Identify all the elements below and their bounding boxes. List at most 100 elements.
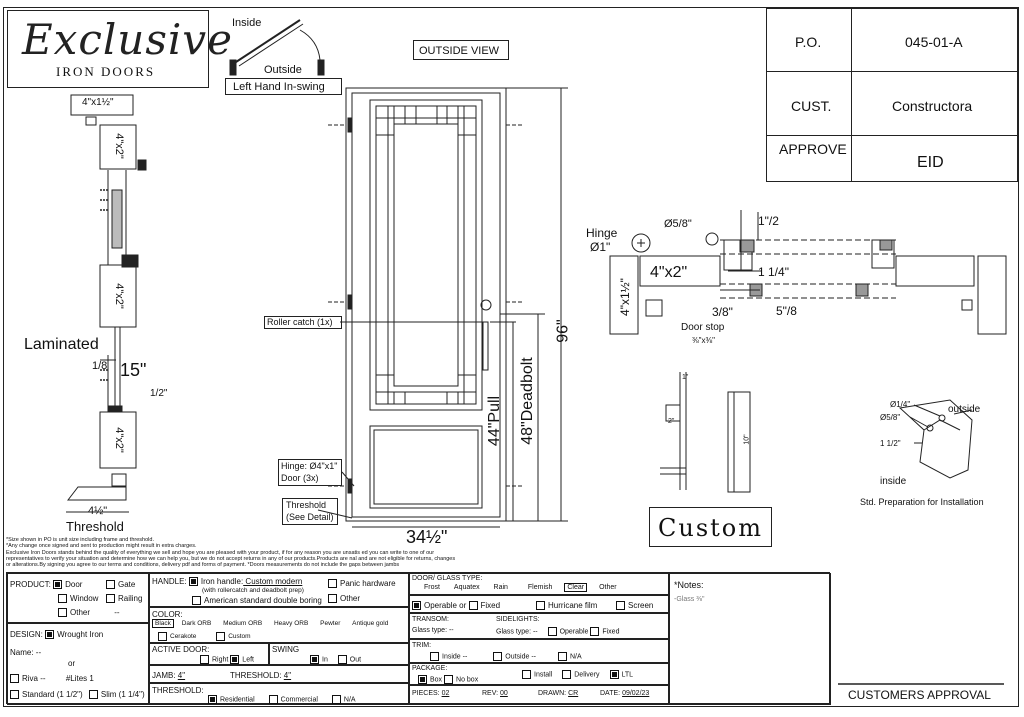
left-checkbox[interactable]: [230, 655, 240, 664]
glass-option[interactable]: Rain: [493, 584, 508, 591]
install-checkbox[interactable]: [522, 670, 531, 679]
side-operable-checkbox[interactable]: [547, 627, 557, 636]
sidelights-label: SIDELIGHTS:: [496, 616, 540, 623]
operable-checkbox[interactable]: [412, 601, 421, 611]
screen-checkbox[interactable]: [616, 601, 625, 611]
hurricane-checkbox[interactable]: [536, 601, 545, 611]
plan-jamb: 4"x1½": [617, 278, 632, 316]
nobox-checkbox[interactable]: [444, 675, 454, 684]
cerakote-option: Cerakote: [170, 633, 197, 641]
riva-checkbox[interactable]: [10, 674, 19, 684]
gate-checkbox[interactable]: [106, 580, 115, 590]
plan-quarter: 1 1/4": [758, 265, 789, 279]
out-option: Out: [349, 656, 362, 664]
install-inside: inside: [880, 476, 907, 487]
glass-type-label: DOOR/ GLASS TYPE:: [412, 575, 483, 582]
trim-na-checkbox[interactable]: [557, 652, 567, 661]
notes-value: -Glass ⅜": [674, 596, 705, 603]
design-label: DESIGN:: [10, 630, 43, 639]
date-label: DATE:: [600, 690, 621, 697]
american-checkbox[interactable]: [192, 596, 201, 606]
note-line: representatives to verify your situation…: [6, 555, 456, 562]
pull-height: 44"Pull: [486, 395, 504, 447]
threshold-type-label: THRESHOLD:: [152, 686, 204, 695]
pieces-label: PIECES:: [412, 690, 440, 697]
glass-option[interactable]: Aquatex: [453, 584, 480, 591]
plan-half: 1"/2: [758, 214, 779, 228]
other-value: --: [114, 608, 120, 617]
pieces-cell: PIECES: 02 REV: 00 DRAWN: CR DATE: 09/02…: [409, 685, 669, 705]
handle-other-checkbox[interactable]: [328, 594, 337, 604]
threshold-type-cell: THRESHOLD: Residential Commercial N/A: [149, 683, 409, 705]
glass-option[interactable]: Clear: [564, 583, 588, 592]
side-operable-option: Operable: [559, 628, 589, 636]
color-option[interactable]: Black: [152, 619, 174, 628]
trim-na-option: N/A: [569, 653, 582, 661]
wrought-checkbox[interactable]: [45, 630, 55, 640]
ltl-checkbox[interactable]: [609, 670, 619, 679]
slim-checkbox[interactable]: [88, 690, 98, 700]
railing-option: Railing: [118, 594, 143, 603]
panic-option: Panic hardware: [340, 579, 396, 588]
color-option[interactable]: Pewter: [320, 620, 341, 627]
in-checkbox[interactable]: [310, 655, 319, 664]
american-option: American standard double boring: [204, 596, 322, 605]
color-label: COLOR:: [152, 610, 183, 619]
view-label-box: OUTSIDE VIEW: [413, 40, 509, 60]
out-checkbox[interactable]: [337, 655, 347, 664]
laminated-label: Laminated: [24, 336, 99, 353]
window-checkbox[interactable]: [58, 594, 67, 604]
handle-label: HANDLE:: [152, 577, 187, 586]
handle-other-option: Other: [340, 594, 361, 603]
handle-dim-a: 1": [682, 374, 689, 381]
tube1-label: 4"x2": [112, 133, 125, 159]
glass-type-cell: DOOR/ GLASS TYPE: Frost Aquatex Rain Fle…: [409, 573, 669, 595]
glass-option[interactable]: Other: [599, 584, 617, 591]
side-fixed-checkbox[interactable]: [590, 627, 600, 636]
glass-option[interactable]: Flemish: [527, 584, 553, 591]
handle-dim-c: 10": [743, 434, 751, 445]
or-label: or: [459, 601, 467, 610]
color-option[interactable]: Antique gold: [352, 620, 389, 627]
custom-stamp: Custom: [649, 507, 772, 547]
right-checkbox[interactable]: [200, 655, 209, 664]
gate-option: Gate: [118, 580, 136, 589]
iron-handle-checkbox[interactable]: [188, 577, 198, 587]
fixed-checkbox[interactable]: [468, 601, 478, 611]
glass-thickness: 1/8: [92, 360, 108, 372]
riva-option: Riva: [22, 674, 39, 683]
door-checkbox[interactable]: [53, 580, 63, 590]
glass-option[interactable]: Frost: [424, 584, 440, 591]
terms-notes: *Size shown in PO is unit size including…: [6, 537, 566, 568]
na-checkbox[interactable]: [331, 695, 341, 704]
other-checkbox[interactable]: [58, 608, 67, 618]
custom-color-checkbox[interactable]: [216, 632, 226, 641]
panic-checkbox[interactable]: [328, 579, 337, 589]
color-option[interactable]: Medium ORB: [223, 620, 263, 627]
handle-dim-b: 2": [668, 418, 675, 425]
trim-outside-checkbox[interactable]: [493, 652, 503, 661]
ltl-option: LTL: [621, 671, 634, 679]
notes-cell: *Notes: -Glass ⅜": [669, 573, 831, 705]
note-line: *Size shown in PO is unit size including…: [6, 537, 154, 543]
commercial-checkbox[interactable]: [268, 695, 278, 704]
nobox-option: No box: [456, 676, 479, 684]
color-option[interactable]: Dark ORB: [181, 620, 212, 627]
box-checkbox[interactable]: [418, 675, 427, 684]
trim-inside-checkbox[interactable]: [430, 652, 439, 661]
standard-checkbox[interactable]: [10, 690, 19, 700]
railing-checkbox[interactable]: [106, 594, 115, 604]
cust-label: CUST.: [791, 98, 832, 114]
delivery-option: Delivery: [574, 671, 600, 679]
cerakote-checkbox[interactable]: [158, 632, 167, 641]
residential-checkbox[interactable]: [208, 695, 217, 704]
color-option[interactable]: Heavy ORB: [273, 620, 309, 627]
trim-outside-value: --: [531, 653, 537, 661]
iron-handle-note: (with rollercatch and deadbolt prep): [202, 587, 304, 594]
threshold-dim: 4½": [88, 505, 108, 517]
plan-tube: 4"x2": [650, 264, 688, 281]
transom-label: TRANSOM:: [412, 616, 449, 623]
delivery-checkbox[interactable]: [562, 670, 572, 679]
box-option: Box: [430, 676, 443, 684]
install-d14: Ø1/4": [890, 400, 911, 409]
